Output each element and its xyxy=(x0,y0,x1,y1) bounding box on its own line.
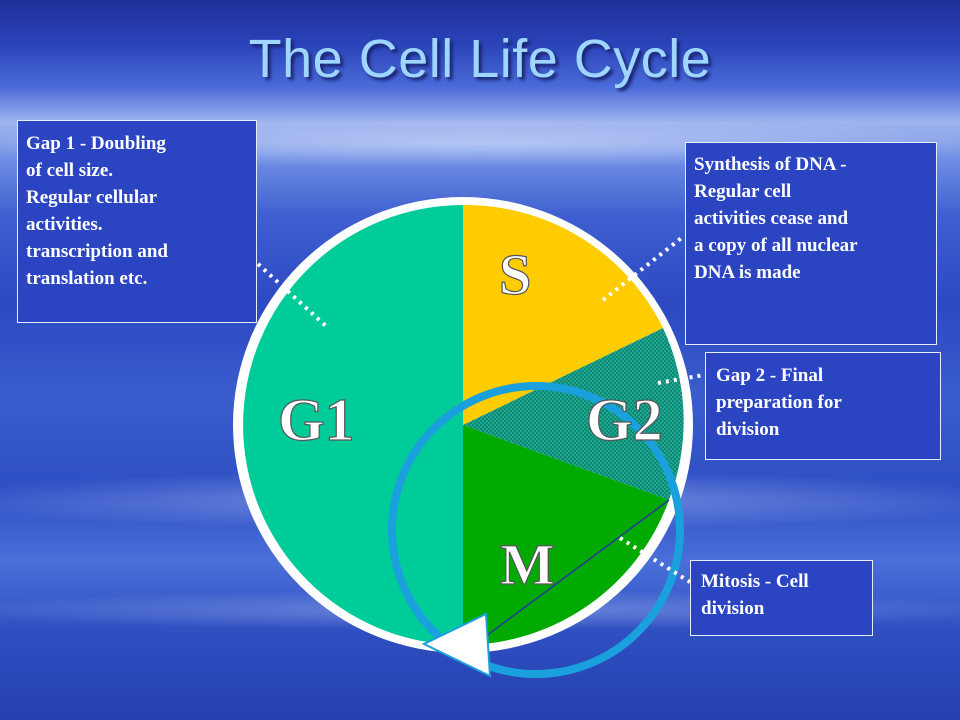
sector-g2 xyxy=(463,328,684,500)
slide-title: The Cell Life Cycle xyxy=(248,29,712,89)
description-line: transcription and xyxy=(26,241,168,262)
description-box-s: Synthesis of DNA - Regular cell activiti… xyxy=(685,142,937,345)
description-line: of cell size. xyxy=(26,160,114,181)
description-box-g2: Gap 2 - Final preparation for division xyxy=(705,352,941,460)
leader-s xyxy=(601,234,686,302)
arrowhead-icon xyxy=(421,612,492,678)
description-line: translation etc. xyxy=(26,268,148,289)
description-line: activities cease and xyxy=(694,208,849,229)
description-line: Gap 1 - Doubling xyxy=(26,133,166,154)
description-line: division xyxy=(701,598,765,619)
description-line: Gap 2 - Final xyxy=(716,365,824,386)
description-line: activities. xyxy=(26,214,103,235)
description-line: a copy of all nuclear xyxy=(694,235,858,256)
diagonal-line xyxy=(477,499,670,643)
phase-label-g1: G1 xyxy=(278,387,355,453)
phase-label-m: M xyxy=(500,532,555,597)
description-box-g1: Gap 1 - Doubling of cell size. Regular c… xyxy=(17,120,257,323)
sector-g1 xyxy=(243,205,463,645)
description-line: Mitosis - Cell xyxy=(701,571,809,592)
sector-s xyxy=(463,204,663,425)
sector-m xyxy=(463,425,669,645)
description-line: Regular cellular xyxy=(26,187,158,208)
description-line: preparation for xyxy=(716,392,842,413)
phase-label-g2: G2 xyxy=(586,387,663,453)
description-line: Synthesis of DNA - xyxy=(694,154,847,175)
description-line: Regular cell xyxy=(694,181,792,202)
cycle-arrow-ring xyxy=(388,382,684,678)
description-box-m: Mitosis - Cell division xyxy=(690,560,873,636)
phase-label-s: S xyxy=(499,242,531,307)
leader-m xyxy=(618,536,692,584)
description-line: division xyxy=(716,419,780,440)
description-line: DNA is made xyxy=(694,262,801,283)
